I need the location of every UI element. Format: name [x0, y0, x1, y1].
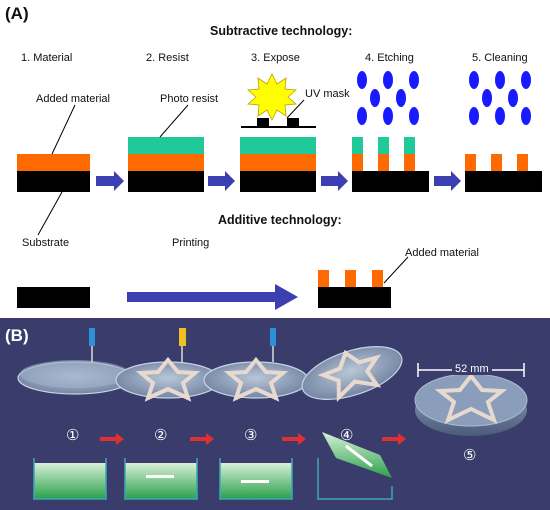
leader-substrate — [37, 191, 63, 236]
process-arrow-1 — [96, 171, 124, 191]
step-marker-1: ① — [66, 427, 80, 444]
dropper-blue-icon-2 — [270, 328, 276, 362]
additive-title: Additive technology: — [218, 213, 342, 227]
step-marker-4: ④ — [340, 427, 354, 444]
step-label-resist: 2. Resist — [146, 52, 189, 64]
uv-sun-icon — [247, 73, 297, 121]
leader-photo-resist — [159, 104, 189, 138]
uv-mask — [241, 118, 316, 128]
callout-uv-mask: UV mask — [305, 88, 350, 100]
process-arrow-3 — [321, 171, 348, 191]
substrate-layer — [240, 171, 316, 192]
petri-dish-2 — [115, 356, 221, 402]
photo-resist-layer — [128, 137, 204, 154]
dropper-yellow-icon — [179, 328, 186, 362]
process-arrow-2 — [208, 171, 235, 191]
substrate-layer — [17, 171, 90, 192]
panel-b: (B) ① ② ③ ④ ⑤ 52 mm — [0, 318, 550, 510]
tank-1 — [33, 458, 107, 500]
stack-resist — [128, 137, 204, 192]
step-label-cleaning: 5. Cleaning — [472, 52, 528, 64]
panel-a: (A) Subtractive technology: 1. Material … — [5, 4, 542, 310]
leader-uv-mask — [286, 99, 305, 119]
step-label-expose: 3. Expose — [251, 52, 300, 64]
step-marker-5: ⑤ — [463, 447, 477, 464]
stack-etching — [352, 137, 429, 192]
scale-label: 52 mm — [452, 363, 492, 375]
added-material-layer — [128, 154, 204, 171]
petri-dish-1 — [17, 360, 133, 395]
substrate-layer — [128, 171, 204, 192]
printing-label: Printing — [172, 237, 210, 249]
added-material-layer — [17, 154, 90, 171]
callout-photo-resist: Photo resist — [160, 93, 219, 105]
additive-printed-stack — [318, 270, 391, 308]
etchant-drops-2 — [469, 71, 531, 125]
panel-a-label: (A) — [5, 4, 29, 23]
final-disc — [414, 372, 528, 436]
stack-expose — [240, 137, 316, 192]
etchant-drops-1 — [357, 71, 419, 125]
leader-added-material-2 — [383, 256, 409, 284]
callout-added-material-2: Added material — [405, 247, 479, 259]
subtractive-title: Subtractive technology: — [210, 24, 353, 38]
callout-added-material: Added material — [36, 93, 110, 105]
leader-added-material — [51, 104, 76, 155]
dropper-blue-icon — [89, 328, 95, 362]
stack-material — [17, 154, 90, 192]
photo-resist-layer — [240, 137, 316, 154]
panel-b-label: (B) — [5, 326, 29, 345]
tank-3 — [219, 458, 293, 500]
stack-cleaning — [465, 154, 542, 192]
red-arrows — [100, 433, 406, 445]
process-arrow-4 — [434, 171, 461, 191]
petri-dish-4 — [301, 346, 403, 402]
step-label-etching: 4. Etching — [365, 52, 414, 64]
panel-a-graphics — [17, 71, 542, 310]
panel-b-graphics — [17, 328, 528, 500]
callout-substrate: Substrate — [22, 237, 70, 249]
tank-4 — [317, 432, 393, 500]
step-marker-2: ② — [154, 427, 168, 444]
step-label-material: 1. Material — [21, 52, 73, 64]
printing-arrow — [127, 284, 298, 310]
step-marker-3: ③ — [244, 427, 258, 444]
added-material-layer — [240, 154, 316, 171]
tank-2 — [124, 458, 198, 500]
petri-dish-3 — [203, 356, 309, 402]
additive-substrate — [17, 287, 90, 308]
